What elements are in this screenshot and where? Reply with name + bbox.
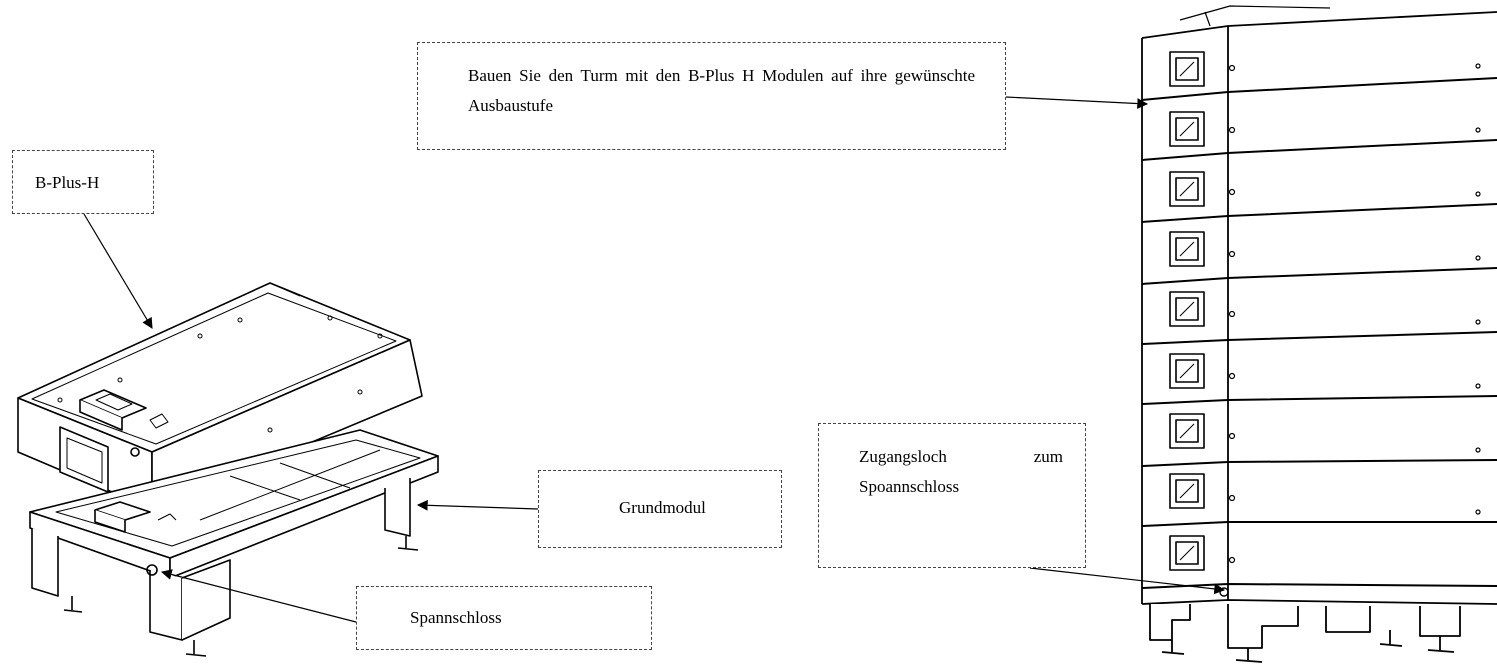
tower-modules <box>1141 51 1497 663</box>
callout-grundmodul-text: Grundmodul <box>619 498 706 517</box>
callout-build-tower-text: Bauen Sie den Turm mit den B-Plus H Modu… <box>468 66 975 115</box>
callout-zugangsloch: Zugangsloch zum Spoannschloss <box>818 423 1086 568</box>
arrow-b-plus-h <box>83 213 153 329</box>
callout-b-plus-h: B-Plus-H <box>12 150 154 214</box>
callout-spannschloss-text: Spannschloss <box>410 608 502 627</box>
arrow-spannschloss <box>160 569 357 623</box>
callout-b-plus-h-text: B-Plus-H <box>35 173 100 192</box>
callout-spannschloss: Spannschloss <box>356 586 652 650</box>
arrow-build-tower <box>1005 96 1149 109</box>
grundmodul-base <box>29 429 439 657</box>
callout-grundmodul: Grundmodul <box>538 470 782 548</box>
battery-tower <box>1141 5 1497 604</box>
callout-zugangsloch-word3: Spoannschloss <box>859 477 960 496</box>
leader-arrows <box>83 96 1226 623</box>
callout-zugangsloch-word2: zum <box>1033 447 1063 466</box>
callout-build-tower: Bauen Sie den Turm mit den B-Plus H Modu… <box>417 42 1006 150</box>
callout-zugangsloch-word1: Zugangsloch <box>859 447 947 466</box>
arrow-zugangsloch <box>1029 567 1226 595</box>
arrow-grundmodul <box>416 499 539 511</box>
